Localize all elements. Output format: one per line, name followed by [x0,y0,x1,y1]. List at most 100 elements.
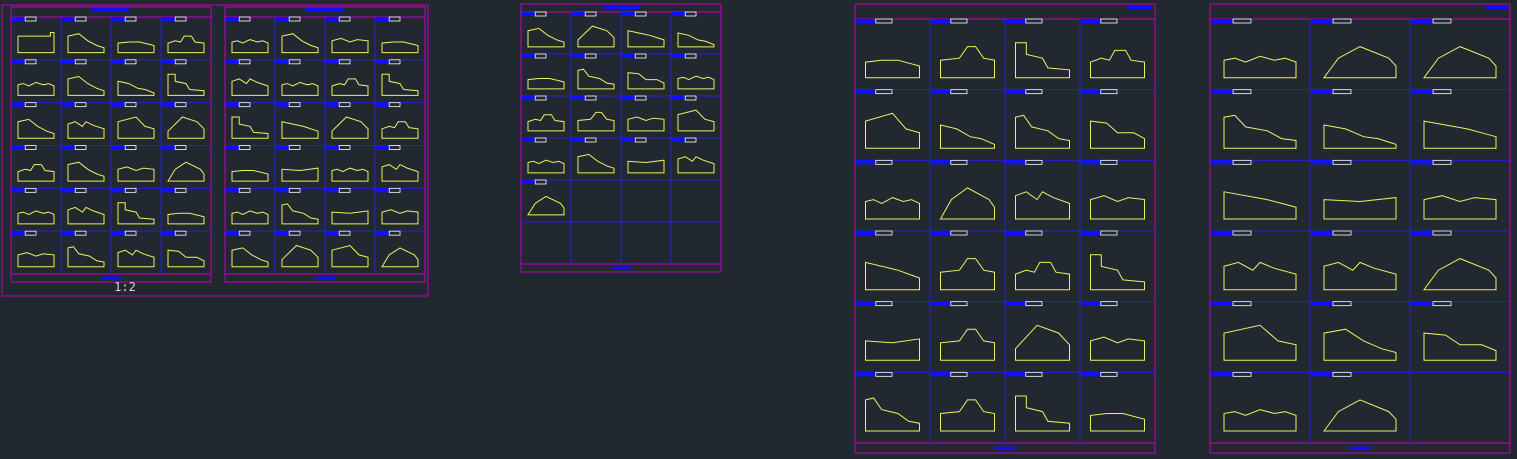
cell-tag-box [534,95,547,101]
cell-tag-box [1232,159,1252,165]
cell-tag-box [1332,89,1352,95]
cell-tag [622,12,636,16]
cell-tag [1006,301,1026,306]
profile-outline [1090,413,1145,432]
cell-tag-box [338,102,351,108]
cell-tag [162,102,176,107]
profile-outline [940,258,995,291]
cell-tag [931,231,951,235]
profile-outline [527,78,565,90]
cell-tag-box [338,59,351,65]
cell-tag [376,102,390,107]
cell-tag-box [1025,301,1043,307]
cell-tag-box [24,187,37,193]
profile-outline [865,197,920,220]
cell-tag-box [1232,371,1252,377]
sheet-2-title-block [305,8,343,12]
cell-tag-box [584,53,597,59]
cell-tag [326,231,340,236]
cell-tag-box [288,102,301,108]
cell-tag [276,188,290,193]
profile-outline [1015,261,1070,291]
profile-outline [1323,124,1397,149]
profile-outline [1423,195,1497,220]
cell-tag-box [1100,301,1118,307]
cell-tag-box [124,16,137,22]
cell-tag [112,102,126,107]
cell-tag-box [338,145,351,150]
cell-tag [226,188,240,193]
profile-outline [17,164,55,182]
cell-tag [12,231,26,236]
profile-outline [331,244,369,268]
cell-tag-box [124,59,137,65]
profile-outline [865,112,920,149]
cell-tag [1211,231,1233,235]
profile-outline [17,210,55,225]
cell-tag [856,160,876,165]
cell-tag-box [1100,371,1118,377]
cell-tag-box [288,145,301,150]
cell-tag [856,19,876,23]
cell-tag [326,145,340,150]
cell-tag-box [1432,18,1452,24]
profile-outline [939,187,995,220]
profile-outline [67,246,105,268]
cell-tag-box [288,187,301,193]
cell-tag [1211,19,1233,23]
cell-tag-box [74,230,87,236]
cell-tag [1311,19,1333,23]
profile-outline [1423,332,1497,361]
profile-outline [67,75,105,96]
cell-tag-box [875,89,893,95]
cell-tag [672,96,686,100]
profile-outline [381,121,419,139]
sheet-5-header [1209,3,1511,20]
profile-outline [1223,114,1297,149]
profile-outline [381,41,419,54]
profile-outline [231,39,269,54]
cell-tag [226,59,240,64]
cell-tag-box [74,187,87,193]
cell-tag [376,145,390,150]
profile-outline [281,203,319,225]
cell-tag-box [338,187,351,193]
cell-tag [1006,19,1026,23]
profile-outline [281,33,319,54]
cell-tag-box [288,59,301,65]
cell-tag-box [1332,301,1352,307]
cell-tag-box [875,159,893,165]
profile-outline [1423,258,1497,291]
cell-tag [1081,301,1101,306]
cell-tag [12,102,26,107]
cell-tag [931,372,951,377]
cell-tag-box [875,371,893,377]
cell-tag-box [238,59,251,65]
cell-tag-box [684,11,697,17]
profile-outline [17,32,55,54]
profile-outline [865,261,920,291]
cell-tag [376,188,390,193]
cell-tag [1311,231,1333,235]
cell-tag-box [74,16,87,22]
cell-tag-box [584,95,597,101]
profile-outline [1015,191,1070,220]
cell-tag-box [174,187,187,193]
profile-outline [865,338,920,361]
cell-tag [522,138,536,142]
cell-tag-box [950,18,968,24]
cell-tag-box [950,89,968,95]
cell-tag [856,231,876,235]
sheet-4-header [854,3,1156,20]
cell-tag [1081,19,1101,23]
profile-outline [940,328,995,361]
cell-tag [1006,372,1026,377]
profile-outline [1090,254,1145,291]
cell-tag-box [74,102,87,108]
cell-tag [62,17,76,21]
profile-outline [527,159,565,174]
profile-outline [67,33,105,54]
cell-tag-box [124,187,137,193]
cell-tag [572,138,586,142]
